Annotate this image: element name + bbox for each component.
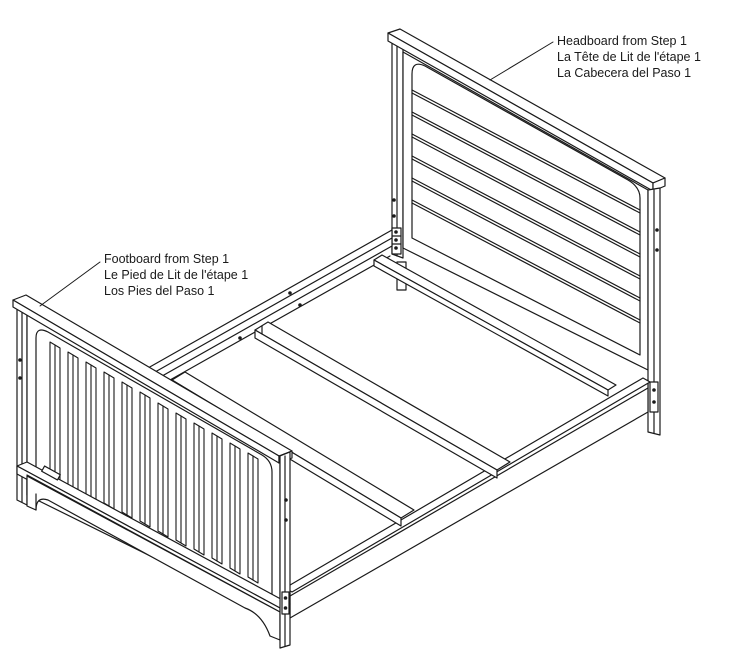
right-side-rail — [289, 379, 649, 619]
headboard-label-en: Headboard from Step 1 — [557, 34, 687, 48]
headboard-callout: Headboard from Step 1 La Tête de Lit de … — [557, 33, 701, 81]
footboard-label-fr: Le Pied de Lit de l'étape 1 — [104, 268, 249, 282]
footboard-label-es: Los Pies del Paso 1 — [104, 284, 215, 298]
headboard-label-fr: La Tête de Lit de l'étape 1 — [557, 50, 701, 64]
footboard-label-plate — [41, 465, 61, 481]
footboard-label-en: Footboard from Step 1 — [104, 252, 230, 266]
headboard-label-es: La Cabecera del Paso 1 — [557, 66, 692, 80]
footboard — [12, 294, 293, 649]
footboard-leader-line — [39, 261, 101, 307]
headboard — [387, 28, 666, 436]
footboard-spindles — [49, 341, 259, 584]
callout-leaders — [39, 41, 554, 307]
side-rails — [147, 229, 651, 619]
footboard-callout: Footboard from Step 1 Le Pied de Lit de … — [104, 251, 248, 299]
headboard-leader-line — [489, 41, 554, 81]
